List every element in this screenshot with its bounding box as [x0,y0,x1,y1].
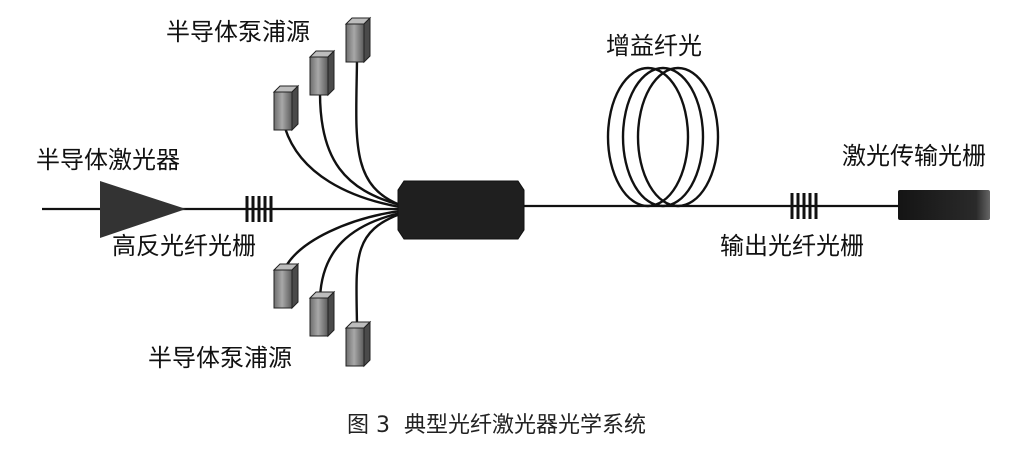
gain-fiber-coil [606,66,720,208]
seed-laser-triangle [100,181,186,238]
pump-combiner [397,180,525,240]
label-transmission-grating: 激光传输光栅 [842,142,986,170]
pump-diode-bottom-3 [344,320,372,368]
label-output-grating: 输出光纤光栅 [720,232,864,260]
pump-diode-top-1 [344,16,372,64]
pump-diode-bottom-2 [308,290,336,338]
transmission-grating-block [898,190,990,220]
label-pump-top: 半导体泵浦源 [166,18,310,46]
pump-diode-bottom-1 [272,262,300,310]
label-gain-fiber: 增益纤光 [606,32,702,60]
pump-diode-top-3 [272,84,300,132]
label-pump-bottom: 半导体泵浦源 [148,344,292,372]
pump-diode-top-2 [308,49,336,97]
hr-grating-symbol [245,196,273,222]
figure-caption: 图 3 典型光纤激光器光学系统 [347,413,646,438]
label-hr-grating: 高反光纤光栅 [112,232,256,260]
pump-fibers [283,59,401,326]
output-grating-symbol [790,193,818,219]
label-seed-laser: 半导体激光器 [36,146,180,174]
